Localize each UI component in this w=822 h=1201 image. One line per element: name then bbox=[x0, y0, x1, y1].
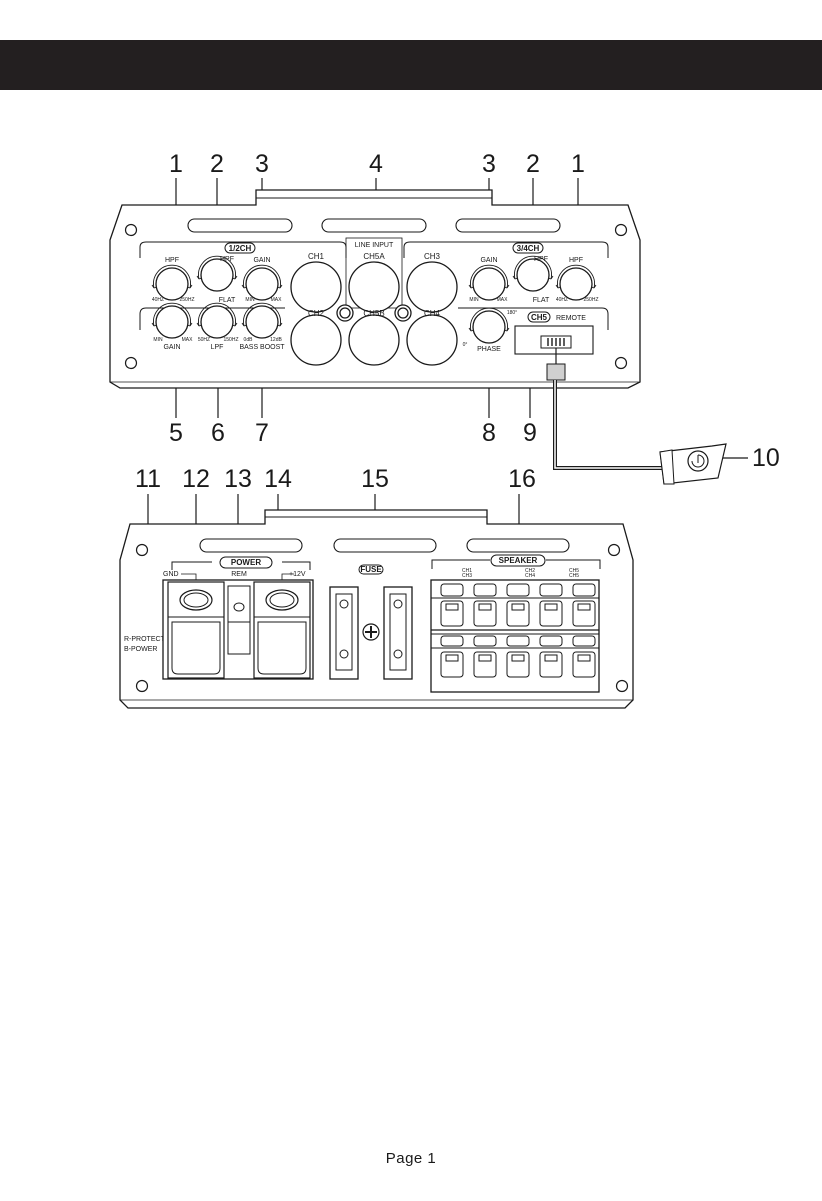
badge-1-2ch: 1/2CH bbox=[229, 244, 252, 253]
top-panel: 1/2CH 3/4CH LINE INPUT CH1 CH5A CH3 CH2 … bbox=[109, 189, 641, 389]
rem-terminal[interactable] bbox=[227, 585, 251, 655]
spk-ch3-label: CH3 bbox=[462, 573, 472, 579]
remote-label: REMOTE bbox=[556, 315, 586, 322]
remote-bass-knob[interactable] bbox=[659, 443, 727, 485]
badge-speaker: SPEAKER bbox=[499, 556, 538, 565]
page-number: Page 1 bbox=[385, 1150, 437, 1167]
max-label-ch5: MAX bbox=[182, 337, 194, 343]
callout-11: 11 bbox=[135, 465, 161, 493]
deg180-label: 180° bbox=[507, 310, 517, 316]
deg0-label: 0° bbox=[463, 342, 468, 348]
max-label-gain-right: MAX bbox=[497, 297, 509, 303]
min-label-ch5: MIN bbox=[153, 337, 163, 343]
callout-9: 9 bbox=[523, 419, 537, 447]
callout-3-right: 3 bbox=[482, 150, 496, 178]
bass-boost-label: BASS BOOST bbox=[239, 344, 285, 351]
flat-label-left: FLAT bbox=[219, 297, 236, 304]
rca-ch3-label: CH3 bbox=[424, 252, 441, 261]
callout-15: 15 bbox=[361, 465, 389, 493]
gain-label-left: GAIN bbox=[253, 257, 270, 264]
rca-ch4-label: CH4 bbox=[424, 309, 441, 318]
badge-fuse: FUSE bbox=[360, 565, 382, 574]
callout-8: 8 bbox=[482, 419, 496, 447]
badge-ch5: CH5 bbox=[531, 313, 548, 322]
db0-label: 0dB bbox=[244, 337, 254, 343]
badge-3-4ch: 3/4CH bbox=[517, 244, 540, 253]
badge-power: POWER bbox=[231, 558, 261, 567]
flat-label-right: FLAT bbox=[533, 297, 550, 304]
gnd-label: GND bbox=[163, 571, 179, 578]
rem-label: REM bbox=[231, 571, 247, 578]
callouts-top: 1 2 3 4 3 2 1 5 6 7 8 9 10 bbox=[169, 150, 780, 472]
gain-label-ch5: GAIN bbox=[163, 344, 180, 351]
plus12v-label: +12V bbox=[289, 571, 306, 578]
rca-ch1-label: CH1 bbox=[308, 252, 325, 261]
callout-5: 5 bbox=[169, 419, 183, 447]
callout-13: 13 bbox=[224, 465, 252, 493]
callout-2-right: 2 bbox=[526, 150, 540, 178]
callouts-bottom: 11 12 13 14 15 16 bbox=[135, 465, 536, 493]
rca-ch2-label: CH2 bbox=[308, 309, 325, 318]
callout-4: 4 bbox=[369, 150, 383, 178]
remote-cable bbox=[553, 380, 664, 470]
hpf-label-left: HPF bbox=[165, 257, 179, 264]
spk-ch5b-label: CH5 bbox=[569, 573, 579, 579]
spk-ch2-label: CH2 bbox=[525, 568, 535, 574]
hz40-label-right: 40HZ bbox=[556, 297, 568, 303]
gain-label-right: GAIN bbox=[480, 257, 497, 264]
db12-label: 12dB bbox=[270, 337, 282, 343]
hz250-label-left: 250HZ bbox=[179, 297, 194, 303]
hpf-switch-label-left: HPF bbox=[220, 256, 234, 263]
max-label-gain-left: MAX bbox=[271, 297, 283, 303]
callout-6: 6 bbox=[211, 419, 225, 447]
callout-2-left: 2 bbox=[210, 150, 224, 178]
rca-ch5b-label: CH5B bbox=[363, 309, 384, 318]
callout-7: 7 bbox=[255, 419, 269, 447]
hz250-label-right: 250HZ bbox=[583, 297, 598, 303]
hpf-label-right: HPF bbox=[569, 257, 583, 264]
hz50-label: 50HZ bbox=[198, 337, 210, 343]
r-protect-label: R-PROTECT bbox=[124, 636, 166, 643]
hz40-label-left: 40HZ bbox=[152, 297, 164, 303]
spk-ch4-label: CH4 bbox=[525, 573, 535, 579]
callout-16: 16 bbox=[508, 465, 536, 493]
phase-label: PHASE bbox=[477, 346, 501, 353]
callout-12: 12 bbox=[182, 465, 210, 493]
hz150-label: 150HZ bbox=[223, 337, 238, 343]
callout-14: 14 bbox=[264, 465, 292, 493]
callout-1-left: 1 bbox=[169, 150, 183, 178]
callout-10: 10 bbox=[752, 444, 780, 472]
lpf-label: LPF bbox=[211, 344, 224, 351]
header-bar bbox=[0, 40, 822, 90]
min-label-gain-left: MIN bbox=[245, 297, 255, 303]
b-power-label: B-POWER bbox=[124, 646, 157, 653]
hpf-switch-label-right: HPF bbox=[534, 256, 548, 263]
min-label-gain-right: MIN bbox=[469, 297, 479, 303]
callout-1-right: 1 bbox=[571, 150, 585, 178]
bottom-panel: R-PROTECT B-POWER POWER GND REM +12V FUS… bbox=[119, 509, 634, 709]
spk-ch5a-label: CH5 bbox=[569, 568, 579, 574]
line-input-label: LINE INPUT bbox=[355, 242, 394, 249]
rca-ch5a-label: CH5A bbox=[363, 252, 385, 261]
spk-ch1-label: CH1 bbox=[462, 568, 472, 574]
callout-3-left: 3 bbox=[255, 150, 269, 178]
